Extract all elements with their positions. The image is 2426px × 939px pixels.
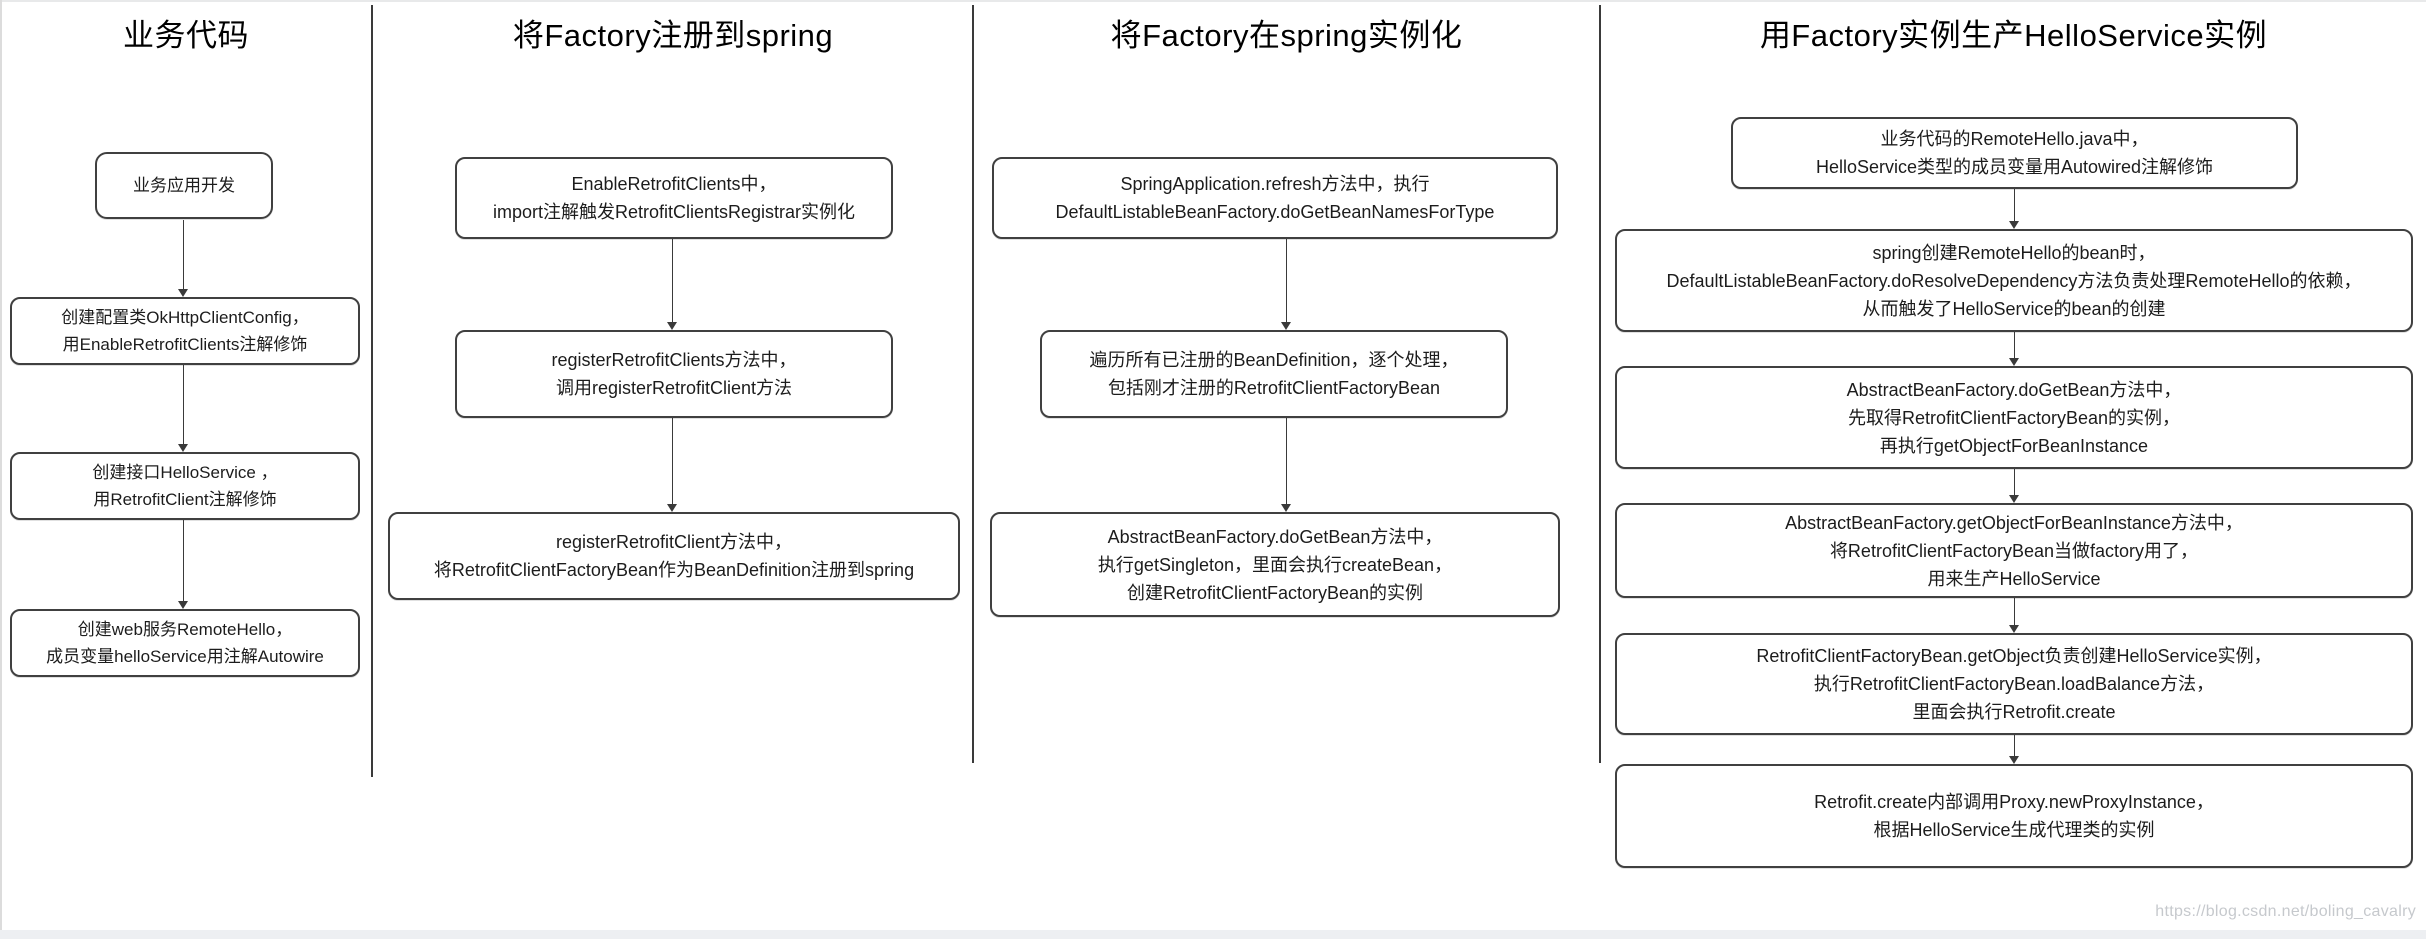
- flow-box: Retrofit.create内部调用Proxy.newProxyInstanc…: [1615, 764, 2413, 868]
- down-arrow-connector: [2009, 735, 2019, 764]
- down-arrow-connector: [178, 365, 188, 452]
- down-arrow-connector: [1281, 418, 1291, 512]
- down-arrow-connector: [667, 239, 677, 330]
- down-arrow-connector: [1281, 239, 1291, 330]
- flow-box: registerRetrofitClients方法中， 调用registerRe…: [455, 330, 893, 418]
- flow-box: AbstractBeanFactory.getObjectForBeanInst…: [1615, 503, 2413, 598]
- flow-box: RetrofitClientFactoryBean.getObject负责创建H…: [1615, 633, 2413, 735]
- down-arrow-connector: [2009, 469, 2019, 503]
- flow-box: 业务代码的RemoteHello.java中， HelloService类型的成…: [1731, 117, 2298, 189]
- watermark-link: https://blog.csdn.net/boling_cavalry: [2155, 903, 2416, 920]
- flow-box: 创建配置类OkHttpClientConfig， 用EnableRetrofit…: [10, 297, 360, 365]
- flow-box: AbstractBeanFactory.doGetBean方法中， 先取得Ret…: [1615, 366, 2413, 469]
- down-arrow-connector: [178, 520, 188, 609]
- column-divider: [371, 5, 373, 777]
- page-bottom-strip: [0, 930, 2426, 939]
- column-divider: [972, 5, 974, 763]
- down-arrow-connector: [2009, 189, 2019, 229]
- column-title: 将Factory注册到spring: [512, 18, 834, 53]
- flow-box: SpringApplication.refresh方法中，执行 DefaultL…: [992, 157, 1558, 239]
- flow-box: spring创建RemoteHello的bean时， DefaultListab…: [1615, 229, 2413, 332]
- flow-box: 遍历所有已注册的BeanDefinition，逐个处理， 包括刚才注册的Retr…: [1040, 330, 1508, 418]
- left-edge-line: [0, 0, 2, 930]
- down-arrow-connector: [2009, 598, 2019, 633]
- flow-box: 创建web服务RemoteHello， 成员变量helloService用注解A…: [10, 609, 360, 677]
- flow-box: EnableRetrofitClients中， import注解触发Retrof…: [455, 157, 893, 239]
- top-edge-line: [0, 0, 2426, 2]
- down-arrow-connector: [667, 418, 677, 512]
- flow-box: 创建接口HelloService ， 用RetrofitClient注解修饰: [10, 452, 360, 520]
- column-title: 业务代码: [123, 18, 249, 53]
- flow-box: AbstractBeanFactory.doGetBean方法中， 执行getS…: [990, 512, 1560, 617]
- down-arrow-connector: [178, 220, 188, 297]
- down-arrow-connector: [2009, 332, 2019, 366]
- column-title: 将Factory在spring实例化: [1110, 18, 1463, 53]
- flow-box: 业务应用开发: [95, 152, 273, 219]
- column-title: 用Factory实例生产HelloService实例: [1759, 18, 2268, 53]
- column-divider: [1599, 5, 1601, 763]
- flow-box: registerRetrofitClient方法中， 将RetrofitClie…: [388, 512, 960, 600]
